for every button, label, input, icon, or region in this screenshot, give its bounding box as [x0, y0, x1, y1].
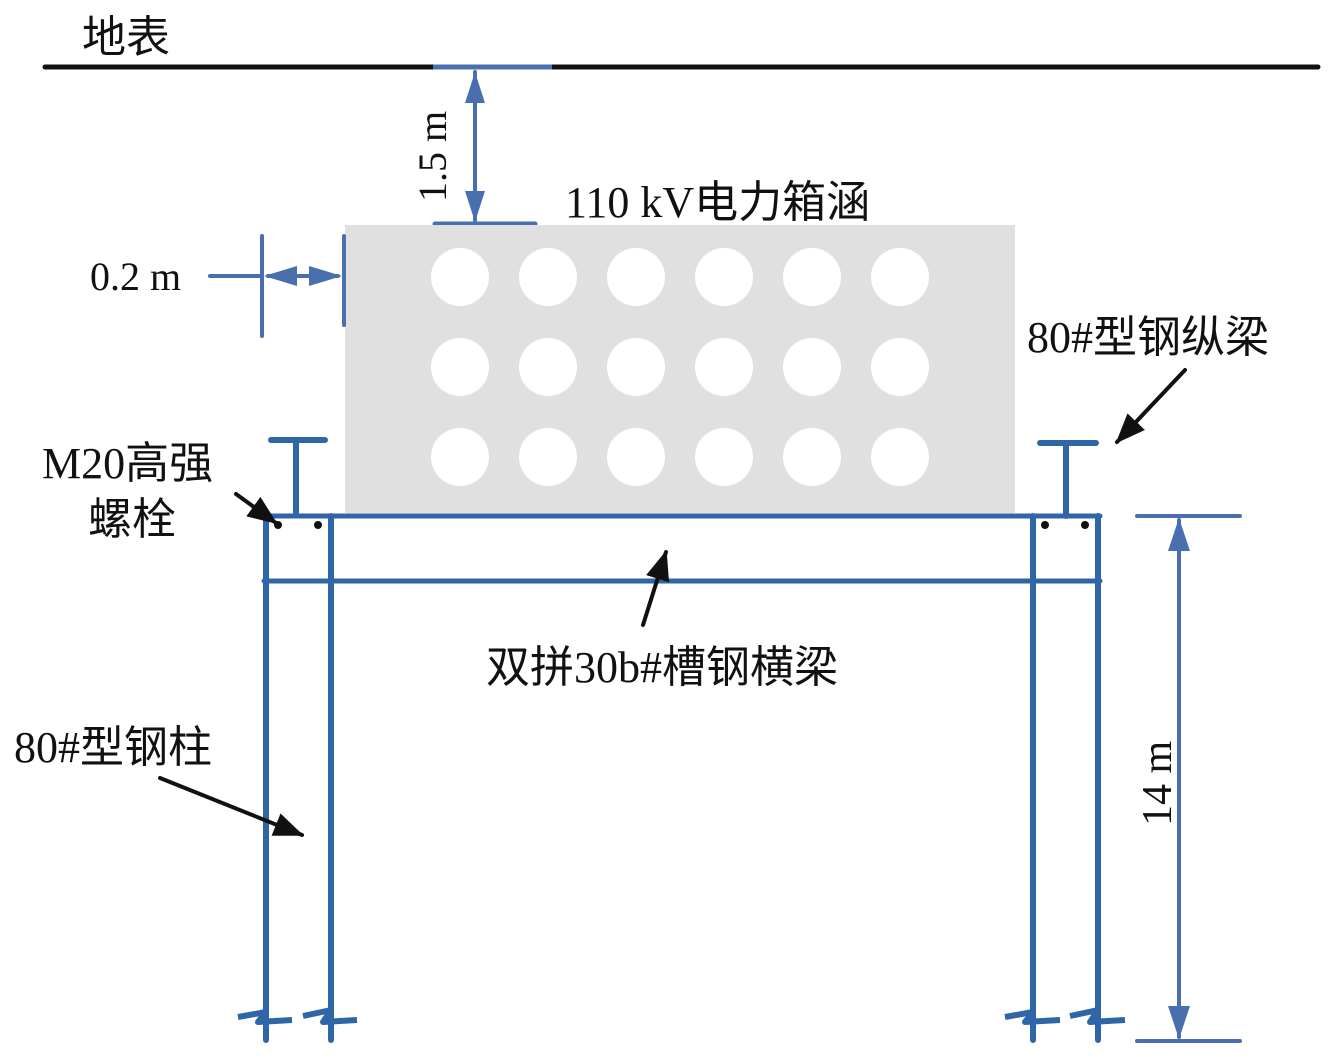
- cable-hole: [431, 338, 489, 396]
- cover-depth-label: 1.5 m: [410, 111, 455, 202]
- left-steel-column: [237, 513, 358, 1043]
- ground-surface-label: 地表: [82, 13, 170, 62]
- column-pointer: [158, 776, 304, 837]
- right-longitudinal-beam: [1037, 440, 1099, 519]
- cable-hole: [783, 338, 841, 396]
- cable-hole: [607, 248, 665, 306]
- cable-hole: [871, 428, 929, 486]
- cross-beam-pointer: [641, 550, 670, 627]
- cable-hole: [695, 428, 753, 486]
- column-label: 80#型钢柱: [14, 723, 212, 772]
- cable-hole: [695, 338, 753, 396]
- cable-hole: [519, 338, 577, 396]
- cable-hole: [431, 428, 489, 486]
- culvert-cable-holes: [431, 248, 929, 486]
- high-strength-bolts: [274, 521, 1089, 529]
- longitudinal-beam-pointer: [1115, 368, 1187, 444]
- culvert-label: 110 kV电力箱涵: [565, 178, 870, 227]
- cover-dim-arrow-up: [465, 72, 485, 103]
- cable-hole: [783, 248, 841, 306]
- bolt-label-line2: 螺栓: [88, 495, 176, 544]
- column-height-arrow-up: [1168, 518, 1190, 551]
- clearance-label: 0.2 m: [90, 254, 181, 299]
- longitudinal-beam-label: 80#型钢纵梁: [1027, 313, 1269, 362]
- cable-hole: [519, 248, 577, 306]
- cable-hole: [607, 428, 665, 486]
- cross-beam-label: 双拼30b#槽钢横梁: [486, 643, 838, 692]
- clearance-arrow-left: [264, 266, 297, 286]
- right-steel-column: [1004, 513, 1126, 1043]
- cable-hole: [695, 248, 753, 306]
- cable-hole: [431, 248, 489, 306]
- column-height-label: 14 m: [1135, 741, 1181, 827]
- cable-hole: [783, 428, 841, 486]
- cable-hole: [607, 338, 665, 396]
- clearance-arrow-right: [309, 266, 342, 286]
- cable-hole: [871, 248, 929, 306]
- bolt-label-line1: M20高强: [42, 439, 213, 488]
- cable-hole: [871, 338, 929, 396]
- cable-hole: [519, 428, 577, 486]
- column-height-arrow-down: [1168, 1006, 1190, 1039]
- left-longitudinal-beam: [268, 437, 328, 517]
- bolt-pointer: [234, 492, 278, 525]
- cover-dim-arrow-down: [465, 191, 485, 222]
